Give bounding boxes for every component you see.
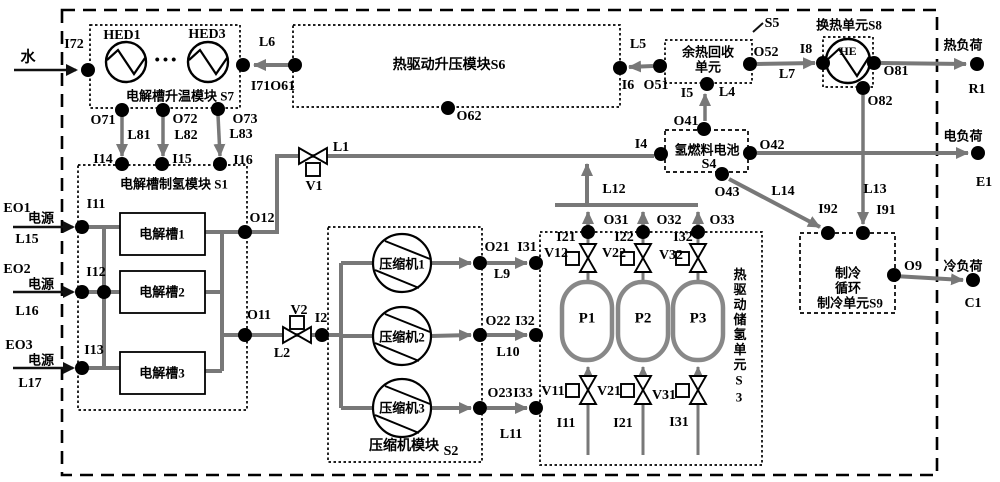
compressor-3-symbol — [371, 377, 433, 439]
tank-P3 — [670, 279, 726, 363]
node-I15 — [155, 157, 169, 171]
node-I16 — [213, 157, 227, 171]
valve-V32 — [675, 243, 708, 273]
node-I33 — [529, 401, 543, 415]
node-E1 — [971, 146, 985, 160]
system-boundary-box — [60, 8, 939, 477]
node-I6 — [613, 61, 627, 75]
valve-V22 — [620, 243, 653, 273]
node-O73 — [211, 102, 225, 116]
tank-P1 — [559, 279, 615, 363]
module-S9-box — [799, 232, 896, 314]
node-O43 — [715, 167, 729, 181]
node-O41 — [697, 122, 711, 136]
flow-line-L1 — [245, 154, 654, 234]
electrolyzer-1-box — [119, 212, 206, 256]
cold-load-line — [893, 273, 964, 286]
node-O12 — [238, 225, 252, 239]
tank-P2 — [615, 279, 671, 363]
valve-V11 — [565, 375, 598, 405]
node-O33 — [691, 225, 705, 239]
valve-V2 — [282, 315, 312, 345]
module-S2-box — [327, 226, 483, 463]
node-I72 — [81, 63, 95, 77]
valve-V1 — [298, 146, 328, 177]
connection-nodes — [75, 56, 985, 415]
node-O22 — [473, 328, 487, 342]
node-O82 — [856, 81, 870, 95]
node-O32 — [636, 225, 650, 239]
node-I4 — [654, 147, 668, 161]
node-I31 — [529, 256, 543, 270]
node-I91 — [856, 226, 870, 240]
compressors — [371, 232, 433, 439]
node-I12 — [75, 285, 89, 299]
node-I8 — [816, 56, 830, 70]
node-O62 — [441, 101, 455, 115]
node-O81 — [867, 56, 881, 70]
node-I5 — [700, 77, 714, 91]
node-I32 — [529, 328, 543, 342]
flow-line-L7 — [756, 57, 816, 70]
valves — [282, 146, 708, 405]
node-C1 — [966, 273, 980, 287]
module-S4-box — [664, 129, 749, 173]
node-O71 — [115, 103, 129, 117]
module-S5-box — [664, 39, 753, 84]
node-O61 — [288, 58, 302, 72]
node-O23 — [473, 401, 487, 415]
electrolyzers — [119, 212, 206, 395]
module-S6-box — [292, 24, 621, 108]
node-O11 — [238, 328, 252, 342]
node-I14 — [115, 157, 129, 171]
node-J1 — [97, 285, 111, 299]
electrolyzer-2-box — [119, 270, 206, 314]
node-I11 — [75, 220, 89, 234]
compressor-2-symbol — [371, 305, 433, 367]
node-I92 — [821, 226, 835, 240]
valve-V21 — [620, 375, 653, 405]
flow-lines — [82, 57, 969, 455]
valve-V31 — [675, 375, 708, 405]
storage-tanks — [559, 279, 726, 363]
compressor-1-symbol — [371, 232, 433, 294]
node-O42 — [743, 146, 757, 160]
node-I2 — [315, 328, 329, 342]
s5-leader-line — [752, 22, 764, 33]
node-R1 — [970, 57, 984, 71]
hed-heaters — [104, 40, 230, 84]
node-O72 — [156, 103, 170, 117]
module-S3-box — [539, 231, 763, 466]
flow-line-L14 — [728, 177, 821, 229]
node-O31 — [581, 225, 595, 239]
heat-load-line — [880, 57, 967, 70]
valve-V12 — [565, 243, 598, 273]
node-O9 — [887, 268, 901, 282]
flow-line-L5 — [628, 60, 654, 73]
electrolyzer-3-box — [119, 351, 206, 395]
node-O51 — [653, 59, 667, 73]
node-O52 — [743, 57, 757, 71]
node-I71 — [236, 58, 250, 72]
node-O21 — [473, 256, 487, 270]
flow-line-L83 — [213, 114, 226, 157]
node-I13 — [75, 361, 89, 375]
input-lines — [13, 22, 764, 374]
heat-exchanger — [824, 37, 872, 85]
